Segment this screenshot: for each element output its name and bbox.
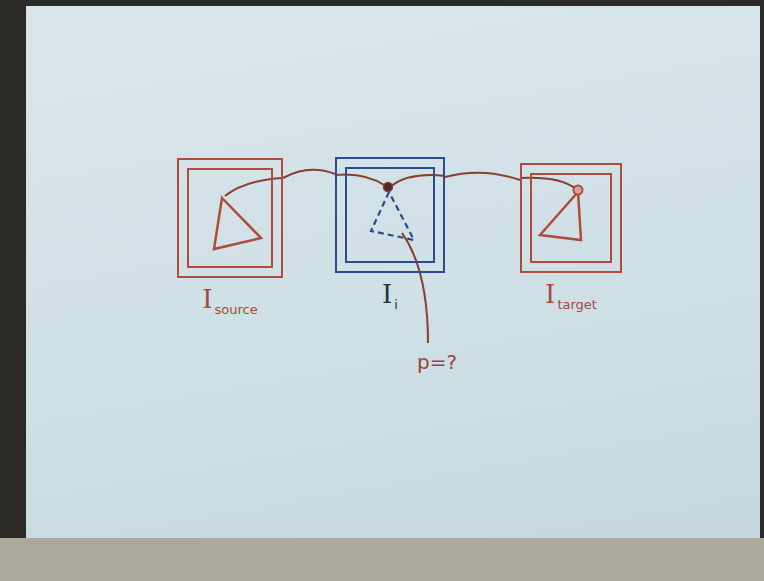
- image-subscript: i: [394, 297, 398, 312]
- leader-line: [402, 233, 428, 343]
- image-symbol: I: [545, 279, 555, 309]
- image-symbol: I: [382, 279, 392, 309]
- unknown-point-label: p=?: [417, 350, 457, 374]
- image-name: Isource: [179, 284, 281, 317]
- point-dot: [574, 186, 583, 195]
- target-image-box: Itarget: [520, 163, 622, 273]
- inner-frame: [345, 167, 435, 263]
- table-surface: [0, 538, 764, 581]
- correspondence-curve: [225, 178, 283, 196]
- correspondence-curve: [283, 170, 335, 178]
- source-image-box: Isource: [177, 158, 283, 278]
- point-dot: [384, 183, 393, 192]
- warped-triangle: [371, 192, 414, 240]
- inner-frame: [530, 173, 612, 263]
- source-triangle: [214, 198, 261, 249]
- correspondence-curve: [445, 173, 520, 180]
- image-subscript: source: [215, 302, 258, 317]
- correspondence-curve: [391, 175, 445, 186]
- image-symbol: I: [202, 284, 212, 314]
- correspondence-curve: [520, 178, 576, 189]
- image-subscript: target: [557, 297, 597, 312]
- image-name: Itarget: [522, 279, 620, 312]
- inner-frame: [187, 168, 273, 268]
- image-name: Ii: [337, 279, 443, 312]
- correspondence-curve: [335, 174, 386, 186]
- target-triangle: [540, 192, 581, 240]
- intermediate-image-box: Ii: [335, 157, 445, 273]
